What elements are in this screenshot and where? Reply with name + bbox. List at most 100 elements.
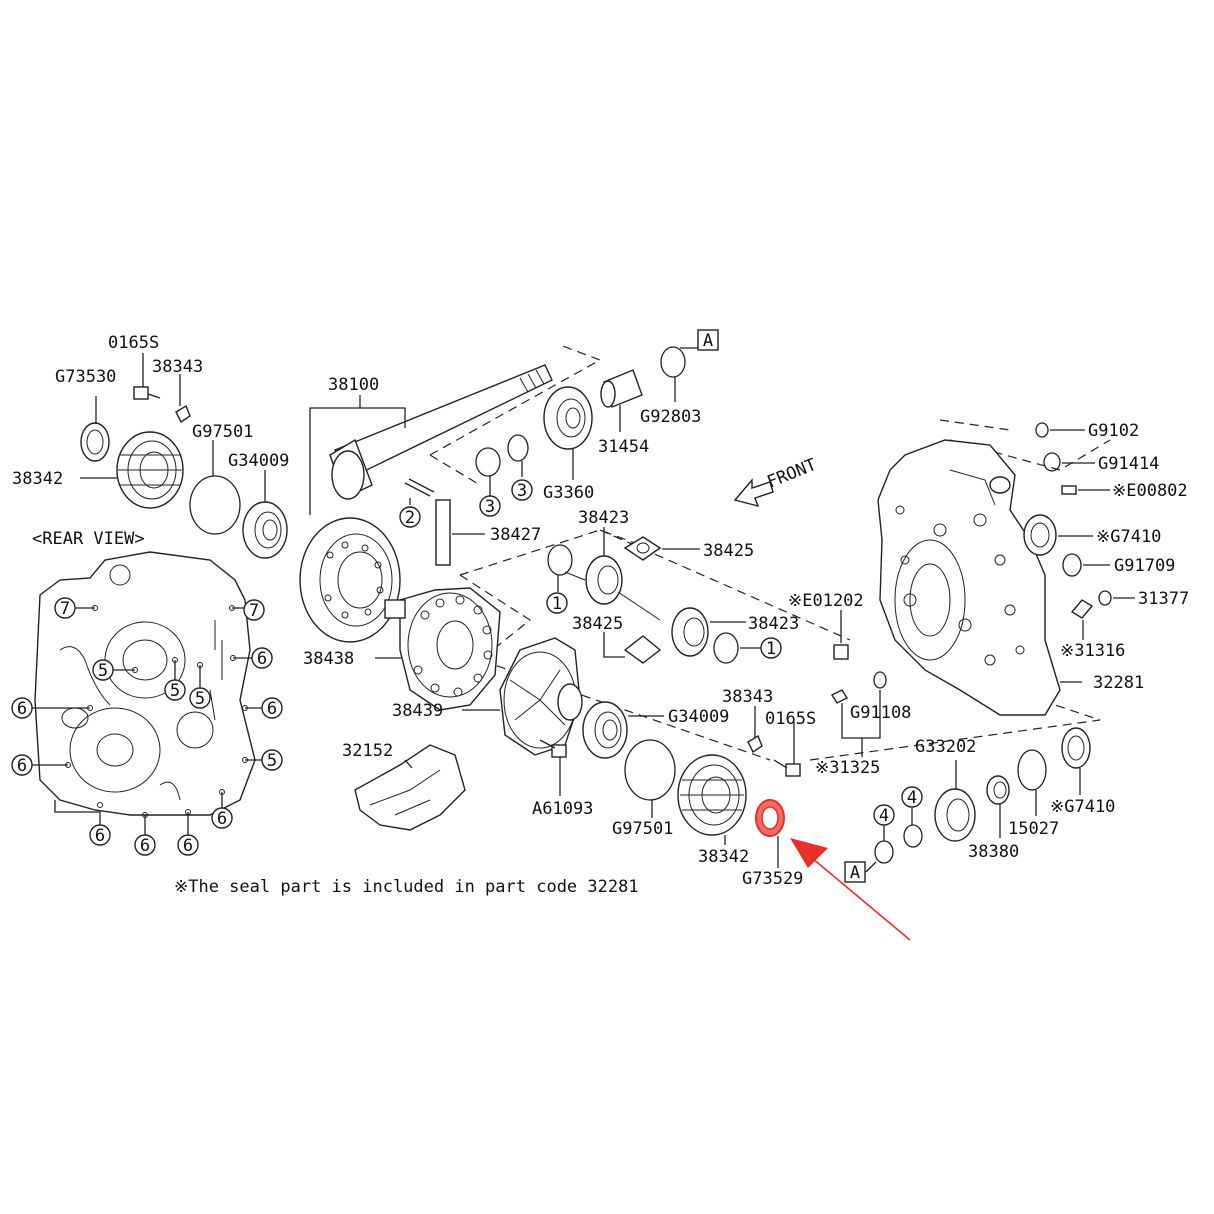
label-32281: 32281 [1093,673,1144,693]
rear-view-outline [34,551,256,816]
oring-g92803 [660,346,686,378]
ref-mark-a-bottom: A [850,863,860,883]
label-g34009-mid: G34009 [668,707,729,727]
callout-6g: 6 [183,836,193,856]
top-shaft-parts [475,346,698,497]
label-g73529: G73529 [742,869,803,889]
plug-e01202 [833,644,849,660]
arrow-head-icon [790,838,828,868]
side-gear-38423-mid [671,607,709,657]
assembly-envelopes [429,344,1111,761]
label-g91108: G91108 [850,703,911,723]
callout-5b: 5 [170,681,180,701]
seal-g73530 [80,422,110,462]
label-a61093: A61093 [532,799,593,819]
rear-view-case [32,551,262,835]
ref-mark-a-top: A [703,331,713,351]
callout-7b: 7 [249,601,259,621]
side-gear-38423-top [585,555,623,605]
transfer-case-housing [877,439,1061,716]
callout-2: 2 [405,508,415,528]
case-32281 [877,439,1082,716]
oring-g97501-mid [624,739,676,801]
pin-e00802 [1061,485,1077,495]
label-g91414: G91414 [1098,454,1159,474]
label-g33202: G33202 [915,737,976,757]
part-labels: 0165S 38343 G73530 38342 G97501 G34009 3… [12,333,1189,889]
right-side-parts [830,422,1135,757]
pinion-shaft-group [299,364,553,643]
ref-marks: A A [697,329,866,883]
label-32152: 32152 [342,741,393,761]
washer-15027 [1017,749,1047,791]
label-38343-mid: 38343 [722,687,773,707]
washer-g91108 [873,671,887,689]
label-38425-top: 38425 [703,541,754,561]
callout-6a: 6 [257,649,267,669]
plug-g9102 [1035,422,1049,438]
label-g9102: G9102 [1088,421,1139,441]
label-g73530: G73530 [55,367,116,387]
diff-case-38438 [399,587,501,711]
shim-3a [475,447,501,477]
label-0165s-mid: 0165S [765,709,816,729]
oring-g91709 [1062,553,1082,577]
sensor-31316 [1070,599,1094,619]
washer-g91414 [1043,452,1061,472]
callout-3a: 3 [485,497,495,517]
bearing-g34009-mid [582,701,628,759]
label-g7410-top: ※G7410 [1096,527,1161,547]
label-e00802: ※E00802 [1112,481,1188,501]
callout-1b: 1 [766,639,776,659]
bolt-0165s-mid [785,763,801,777]
label-38425-mid: 38425 [572,614,623,634]
label-g34009-top: G34009 [228,451,289,471]
callout-4b: 4 [907,788,917,808]
seal-g7410-bottom [1061,727,1091,769]
callout-7a: 7 [60,599,70,619]
highlight-arrow [790,838,911,941]
label-g3360: G3360 [543,483,594,503]
front-indicator: FRONT [733,455,819,508]
label-38423-top: 38423 [578,508,629,528]
bearing-g3360 [543,386,593,450]
callout-6e: 6 [95,826,105,846]
label-0165s-top: 0165S [108,333,159,353]
label-g92803: G92803 [640,407,701,427]
front-label: FRONT [764,455,819,493]
callout-5d: 5 [267,751,277,771]
pinion-gear-38425-mid [623,635,662,664]
ring-gear [299,517,401,643]
front-arrow-icon [733,478,774,508]
label-g91709: G91709 [1114,556,1175,576]
rear-view-label: <REAR VIEW> [32,529,145,549]
plug-31325 [830,689,849,704]
callout-5a: 5 [98,661,108,681]
label-g97501-mid: G97501 [612,819,673,839]
oring-31377 [1098,590,1112,606]
label-31377: 31377 [1138,589,1189,609]
callout-4a: 4 [879,806,889,826]
callout-6f: 6 [140,836,150,856]
label-e01202: ※E01202 [788,591,864,611]
shim-4a [874,840,894,864]
label-g97501-top: G97501 [192,422,253,442]
bearing-g34009-left [242,501,288,559]
callout-5c: 5 [195,689,205,709]
callout-1a: 1 [552,594,562,614]
label-31454: 31454 [598,437,649,457]
label-38343-top: 38343 [152,357,203,377]
label-15027: 15027 [1008,819,1059,839]
callout-6h: 6 [217,809,227,829]
label-31316: ※31316 [1060,641,1125,661]
shim-4b [903,824,923,848]
washer-1b [713,632,739,664]
shim-3b [507,434,529,462]
plate-38343-top [175,404,191,424]
callout-6d: 6 [17,756,27,776]
seal-g7410-top [1023,514,1057,556]
plate-38343-mid [747,734,763,754]
pinion-gear-38425-top [623,536,662,561]
label-38438: 38438 [303,649,354,669]
